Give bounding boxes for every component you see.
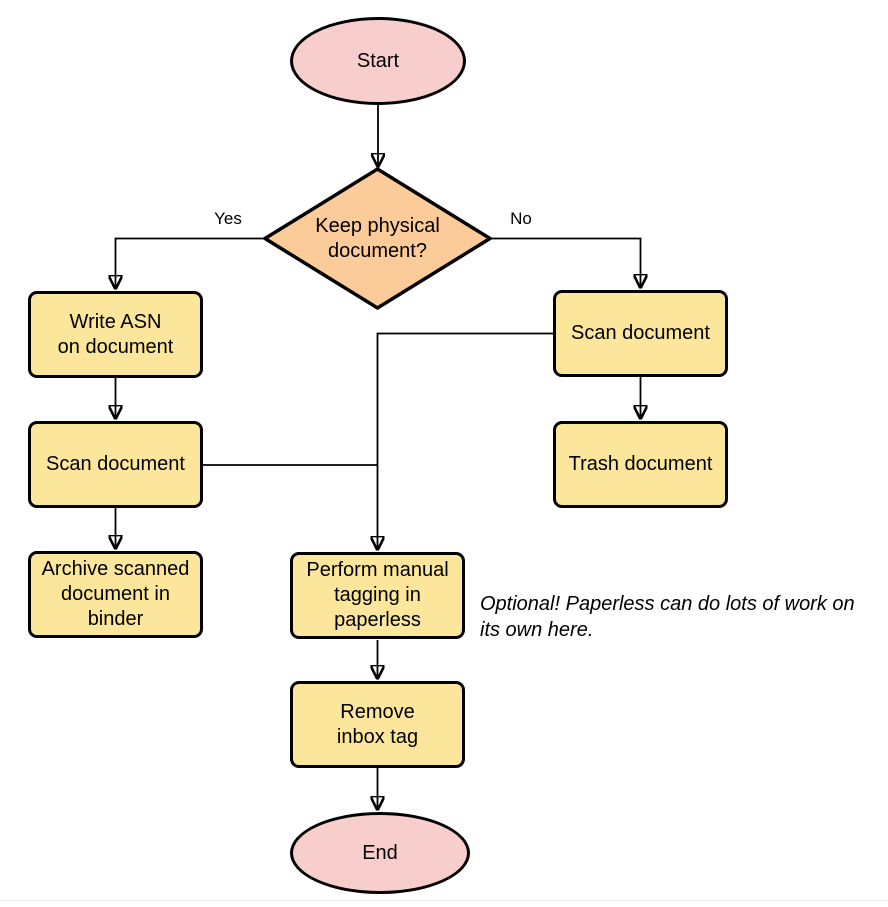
tagging-label: Perform manual tagging in paperless bbox=[306, 559, 449, 631]
write-asn-node: Write ASN on document bbox=[28, 291, 203, 378]
trash-node: Trash document bbox=[553, 421, 728, 508]
trash-label: Trash document bbox=[568, 453, 713, 475]
scan-document-left-node: Scan document bbox=[28, 421, 203, 508]
end-node: End bbox=[290, 812, 470, 894]
edge-label-yes: Yes bbox=[214, 209, 242, 228]
write-asn-label: Write ASN on document bbox=[57, 310, 174, 358]
decision-node: Keep physical document? bbox=[261, 166, 494, 311]
remove-inbox-node: Remove inbox tag bbox=[290, 681, 465, 768]
decision-label: Keep physical document? bbox=[315, 214, 440, 262]
archive-label: Archive scanned document in binder bbox=[41, 558, 190, 630]
scan-document-right-label: Scan document bbox=[571, 322, 710, 344]
edge-label-no: No bbox=[510, 209, 532, 228]
optional-note: Optional! Paperless can do lots of work … bbox=[480, 593, 855, 641]
start-node: Start bbox=[290, 17, 466, 105]
diamond-shape bbox=[261, 166, 494, 311]
archive-node: Archive scanned document in binder bbox=[28, 551, 203, 638]
scan-document-left-label: Scan document bbox=[46, 453, 185, 475]
end-label: End bbox=[362, 841, 398, 864]
connector-scanright-to-tagging bbox=[378, 332, 553, 550]
start-label: Start bbox=[356, 49, 400, 72]
bottom-divider bbox=[0, 900, 888, 901]
scan-document-right-node: Scan document bbox=[553, 290, 728, 377]
tagging-node: Perform manual tagging in paperless bbox=[290, 552, 465, 639]
connector-decision-no bbox=[491, 237, 641, 288]
remove-inbox-label: Remove inbox tag bbox=[336, 700, 419, 748]
connector-decision-yes bbox=[116, 237, 265, 289]
